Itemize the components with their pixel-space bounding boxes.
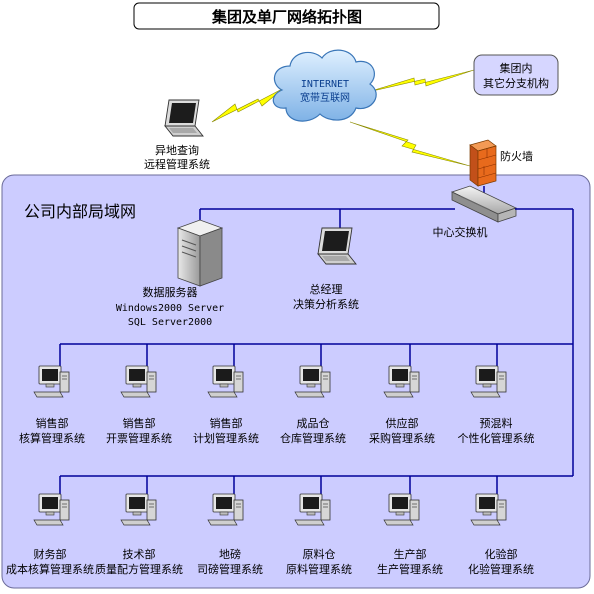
server-label-3: SQL Server2000	[128, 317, 212, 328]
node-dept: 预混料	[480, 416, 513, 430]
diagram-title: 集团及单厂网络拓扑图	[211, 8, 362, 26]
lightning-link-firewall	[349, 121, 471, 167]
node-dept: 生产部	[394, 547, 427, 561]
remote-label-2: 远程管理系统	[144, 157, 210, 171]
node-system: 质量配方管理系统	[95, 562, 183, 576]
broadband-label: 宽带互联网	[300, 91, 350, 104]
branch-label-2: 其它分支机构	[483, 76, 549, 90]
node-dept: 化验部	[485, 547, 518, 561]
row-1-labels: 销售部 核算管理系统 销售部 开票管理系统 销售部 计划管理系统 成品仓 仓库管…	[19, 416, 535, 445]
central-switch-icon	[450, 185, 518, 223]
branch-box	[473, 54, 559, 96]
lan-region	[1, 174, 591, 589]
internet-label: INTERNET	[301, 79, 349, 90]
server-label-2: Windows2000 Server	[116, 303, 224, 314]
node-dept: 原料仓	[303, 547, 336, 561]
node-dept: 成品仓	[297, 416, 330, 430]
node-system: 化验管理系统	[468, 562, 534, 576]
data-server-icon	[176, 219, 224, 287]
node-system: 生产管理系统	[377, 562, 443, 576]
node-system: 成本核算管理系统	[6, 562, 94, 576]
remote-laptop	[164, 99, 204, 137]
firewall-label: 防火墙	[500, 149, 533, 163]
node-system: 司磅管理系统	[197, 562, 263, 576]
row-2-labels: 财务部 成本核算管理系统 技术部 质量配方管理系统 地磅 司磅管理系统 原料仓 …	[6, 547, 534, 576]
node-system: 采购管理系统	[369, 431, 435, 445]
node-dept: 地磅	[219, 547, 241, 561]
lightning-link-branch	[367, 69, 475, 93]
title-box	[133, 2, 440, 30]
manager-label-2: 决策分析系统	[293, 297, 359, 311]
node-system: 计划管理系统	[193, 431, 259, 445]
node-dept: 技术部	[123, 547, 156, 561]
remote-label-1: 异地查询	[155, 143, 199, 157]
branch-label-1: 集团内	[500, 61, 533, 75]
node-system: 开票管理系统	[106, 431, 172, 445]
node-dept: 销售部	[36, 416, 69, 430]
node-dept: 销售部	[210, 416, 243, 430]
internet-cloud: INTERNET 宽带互联网	[272, 49, 377, 122]
node-system: 个性化管理系统	[458, 431, 535, 445]
node-system: 核算管理系统	[19, 431, 85, 445]
node-system: 仓库管理系统	[280, 431, 346, 445]
switch-label: 中心交换机	[433, 225, 488, 239]
lightning-link-remote	[211, 87, 285, 123]
manager-label-1: 总经理	[310, 282, 343, 296]
lan-bus	[59, 208, 574, 500]
node-system: 原料管理系统	[286, 562, 352, 576]
node-dept: 供应部	[386, 416, 419, 430]
lan-title: 公司内部局域网	[24, 202, 136, 221]
node-dept: 财务部	[34, 547, 67, 561]
server-label-1: 数据服务器	[143, 285, 198, 299]
node-dept: 销售部	[123, 416, 156, 430]
firewall-icon	[469, 139, 497, 187]
